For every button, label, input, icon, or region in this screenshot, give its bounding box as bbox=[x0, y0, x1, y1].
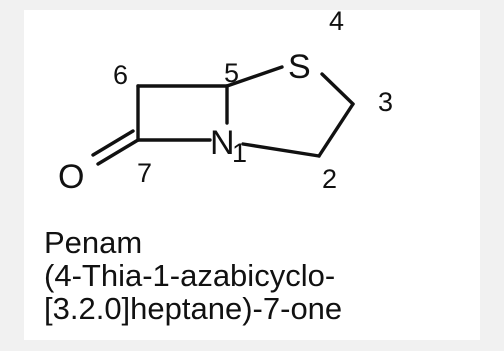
position-number-1: 1 bbox=[232, 138, 247, 168]
systematic-name-line-1: (4-Thia-1-azabicyclo- bbox=[44, 258, 336, 293]
position-number-4: 4 bbox=[329, 6, 344, 36]
position-number-3: 3 bbox=[378, 87, 393, 117]
bond-c7-o-b bbox=[91, 129, 135, 157]
position-number-5: 5 bbox=[224, 58, 239, 88]
position-number-6: 6 bbox=[113, 60, 128, 90]
bond-s4-c3 bbox=[320, 72, 355, 106]
structure-card bbox=[24, 10, 480, 340]
systematic-name-line-2: [3.2.0]heptane)-7-one bbox=[44, 291, 343, 326]
position-number-2: 2 bbox=[322, 164, 337, 194]
bond-c7-o-a bbox=[96, 138, 140, 166]
bond-c5-s4 bbox=[225, 65, 284, 88]
compound-name: Penam bbox=[44, 225, 143, 260]
atom-sulfur: S bbox=[288, 48, 311, 86]
compound-caption: Penam (4-Thia-1-azabicyclo- [3.2.0]hepta… bbox=[44, 226, 342, 325]
bond-n1-c2 bbox=[241, 142, 321, 158]
position-number-7: 7 bbox=[137, 158, 152, 188]
bond-c3-c2 bbox=[317, 102, 355, 158]
atom-oxygen: O bbox=[58, 158, 84, 196]
atom-nitrogen: N bbox=[210, 124, 235, 162]
